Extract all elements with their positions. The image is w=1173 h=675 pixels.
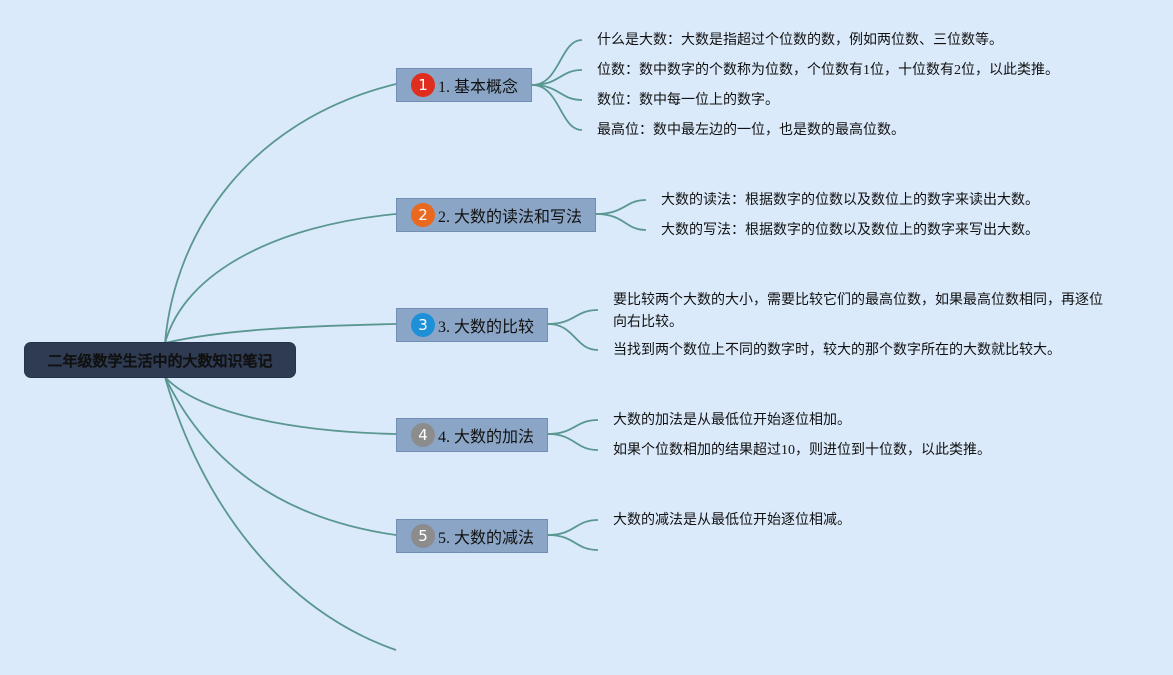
subtopic-1-4[interactable]: 最高位：数中最左边的一位，也是数的最高位数。 — [597, 123, 905, 138]
subtopic-3-1[interactable]: 要比较两个大数的大小，需要比较它们的最高位数，如果最高位数相同，再逐位 向右比较… — [613, 290, 1103, 334]
branch-topic-4[interactable]: 4 4. 大数的加法 — [396, 418, 548, 452]
subtopic-2-2[interactable]: 大数的写法：根据数字的位数以及数位上的数字来写出大数。 — [661, 223, 1039, 238]
number-badge-icon: 4 — [411, 423, 435, 447]
number-badge-icon: 2 — [411, 203, 435, 227]
subtopic-2-1[interactable]: 大数的读法：根据数字的位数以及数位上的数字来读出大数。 — [661, 193, 1039, 208]
subtopic-4-1[interactable]: 大数的加法是从最低位开始逐位相加。 — [613, 413, 851, 428]
branch-topic-label: 1. 基本概念 — [438, 79, 519, 96]
branch-topic-label: 4. 大数的加法 — [438, 429, 535, 446]
subtopic-5-1[interactable]: 大数的减法是从最低位开始逐位相减。 — [613, 513, 851, 528]
branch-topic-3[interactable]: 3 3. 大数的比较 — [396, 308, 548, 342]
root-topic[interactable]: 二年级数学生活中的大数知识笔记 — [25, 343, 295, 377]
number-badge-icon: 1 — [411, 73, 435, 97]
subtopic-1-3[interactable]: 数位：数中每一位上的数字。 — [597, 93, 779, 108]
branch-topic-label: 3. 大数的比较 — [438, 319, 535, 336]
subtopic-1-2[interactable]: 位数：数中数字的个数称为位数，个位数有1位，十位数有2位，以此类推。 — [597, 63, 1059, 78]
branch-topic-5[interactable]: 5 5. 大数的减法 — [396, 519, 548, 553]
branch-topic-label: 5. 大数的减法 — [438, 530, 535, 547]
root-topic-title: 二年级数学生活中的大数知识笔记 — [47, 352, 273, 370]
subtopic-3-1-line-2: 向右比较。 — [613, 315, 683, 330]
branch-topic-2[interactable]: 2 2. 大数的读法和写法 — [396, 198, 596, 232]
subtopic-3-1-line-1: 要比较两个大数的大小，需要比较它们的最高位数，如果最高位数相同，再逐位 — [613, 293, 1103, 308]
number-badge-icon: 5 — [411, 524, 435, 548]
subtopic-3-2[interactable]: 当找到两个数位上不同的数字时，较大的那个数字所在的大数就比较大。 — [613, 343, 1061, 358]
branch-topic-1[interactable]: 1 1. 基本概念 — [396, 68, 532, 102]
number-badge-icon: 3 — [411, 313, 435, 337]
branch-topic-label: 2. 大数的读法和写法 — [438, 209, 583, 226]
subtopic-1-1[interactable]: 什么是大数：大数是指超过个位数的数，例如两位数、三位数等。 — [597, 33, 1003, 48]
subtopic-4-2[interactable]: 如果个位数相加的结果超过10，则进位到十位数，以此类推。 — [613, 443, 991, 458]
